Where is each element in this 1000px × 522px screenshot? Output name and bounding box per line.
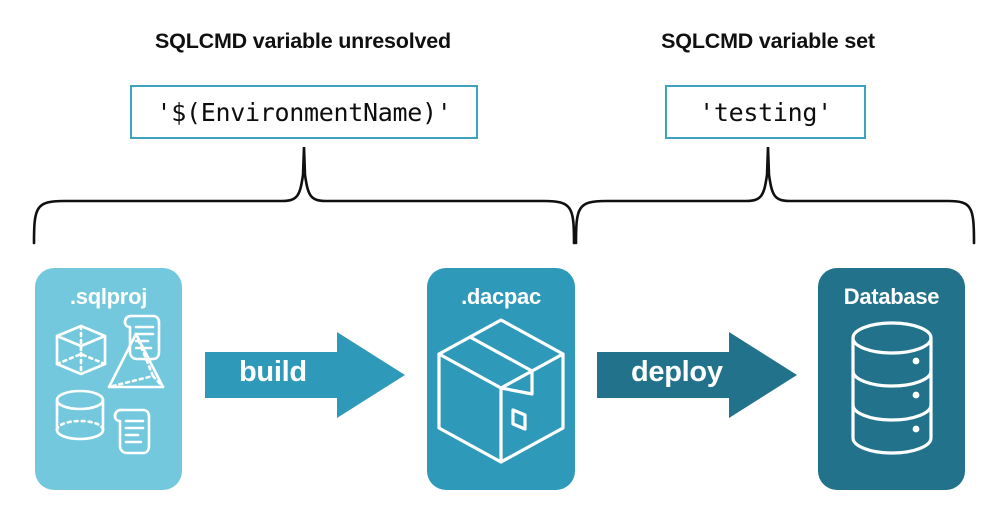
heading-sqlcmd-unresolved: SQLCMD variable unresolved <box>155 29 451 53</box>
script-scroll-icon-1 <box>123 314 161 361</box>
arrow-label-deploy: deploy <box>631 356 723 388</box>
stage-label-dacpac: .dacpac <box>461 284 541 309</box>
project-assets-icon <box>55 314 165 455</box>
stage-label-database: Database <box>843 284 940 309</box>
stage-box-database: Database <box>818 268 965 490</box>
brace-deploy-phase <box>562 145 982 250</box>
stage-label-sqlproj: .sqlproj <box>69 284 148 309</box>
arrow-right-icon-build <box>205 332 405 418</box>
package-box-icon <box>437 318 565 464</box>
brace-build-phase <box>20 145 580 250</box>
code-box-testing: 'testing' <box>665 85 866 139</box>
arrow-right-icon-deploy <box>597 332 797 418</box>
cube-icon <box>55 324 107 376</box>
arrow-deploy: deploy <box>597 332 797 423</box>
stage-box-dacpac: .dacpac <box>427 268 575 490</box>
stage-box-sqlproj: .sqlproj <box>35 268 182 490</box>
arrow-label-build: build <box>239 356 307 388</box>
heading-sqlcmd-set: SQLCMD variable set <box>661 29 875 53</box>
script-scroll-icon-2 <box>113 408 151 455</box>
cylinder-icon <box>55 389 105 441</box>
code-box-environment-name: '$(EnvironmentName)' <box>130 85 478 139</box>
arrow-build: build <box>205 332 405 423</box>
brace-build-icon <box>32 146 576 245</box>
brace-deploy-icon <box>574 146 976 245</box>
database-cylinder-icon <box>851 321 933 455</box>
